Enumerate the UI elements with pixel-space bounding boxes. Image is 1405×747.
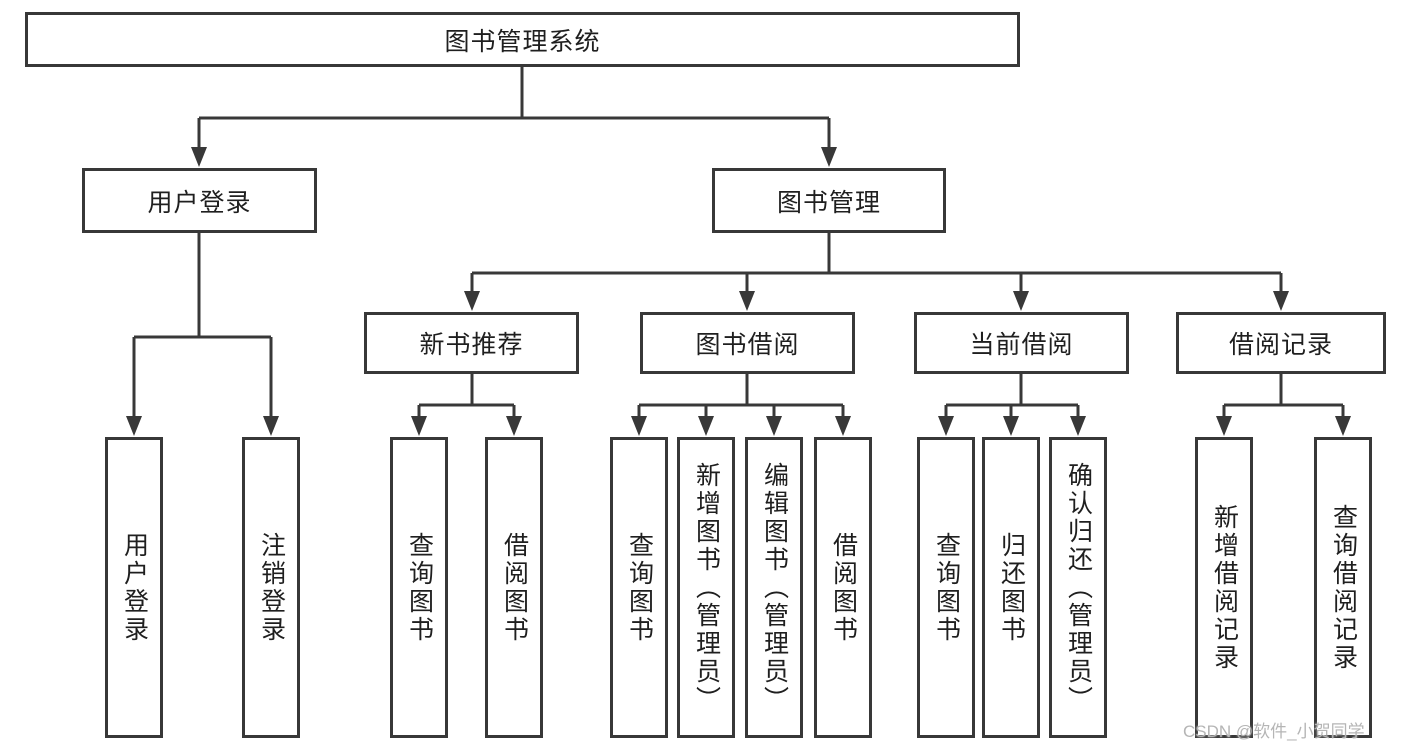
arrow-icon: [766, 416, 782, 436]
node-current-borrow: 当前借阅: [914, 312, 1129, 374]
node-new-book-recommend: 新书推荐: [364, 312, 579, 374]
leaf-return-books: 归还图书: [982, 437, 1040, 738]
node-book-management: 图书管理: [712, 168, 946, 233]
arrow-icon: [191, 147, 207, 167]
connector: [944, 374, 1080, 419]
connector: [417, 374, 516, 419]
arrow-icon: [411, 416, 427, 436]
leaf-add-book-admin: 新增图书（管理员）: [677, 437, 735, 738]
leaf-logout: 注销登录: [242, 437, 300, 738]
arrow-icon: [938, 416, 954, 436]
arrow-icon: [1216, 416, 1232, 436]
arrow-icon: [1335, 416, 1351, 436]
leaf-add-borrow-record: 新增借阅记录: [1195, 437, 1253, 738]
leaf-borrow-books-recommend: 借阅图书: [485, 437, 543, 738]
connector: [470, 233, 1283, 294]
leaf-query-borrow-record: 查询借阅记录: [1314, 437, 1372, 738]
connector: [637, 374, 845, 419]
leaf-edit-book-admin: 编辑图书（管理员）: [745, 437, 803, 738]
connector: [197, 67, 831, 150]
arrow-icon: [126, 416, 142, 436]
leaf-query-books-recommend: 查询图书: [390, 437, 448, 738]
node-library-system: 图书管理系统: [25, 12, 1020, 67]
node-book-borrow: 图书借阅: [640, 312, 855, 374]
arrow-icon: [1070, 416, 1086, 436]
connector: [1222, 374, 1345, 419]
csdn-watermark: CSDN @软件_小贺同学: [1183, 722, 1365, 741]
node-user-login-branch: 用户登录: [82, 168, 317, 233]
arrow-icon: [1273, 291, 1289, 311]
arrow-icon: [739, 291, 755, 311]
arrow-icon: [263, 416, 279, 436]
leaf-query-books-borrow: 查询图书: [610, 437, 668, 738]
arrow-icon: [631, 416, 647, 436]
arrow-icon: [1003, 416, 1019, 436]
node-borrow-records: 借阅记录: [1176, 312, 1386, 374]
arrow-icon: [821, 147, 837, 167]
arrow-icon: [835, 416, 851, 436]
arrow-icon: [464, 291, 480, 311]
leaf-user-login: 用户登录: [105, 437, 163, 738]
leaf-confirm-return-admin: 确认归还（管理员）: [1049, 437, 1107, 738]
leaf-borrow-books: 借阅图书: [814, 437, 872, 738]
arrow-icon: [698, 416, 714, 436]
arrow-icon: [506, 416, 522, 436]
leaf-query-books-current: 查询图书: [917, 437, 975, 738]
connector: [132, 233, 273, 419]
arrow-icon: [1013, 291, 1029, 311]
